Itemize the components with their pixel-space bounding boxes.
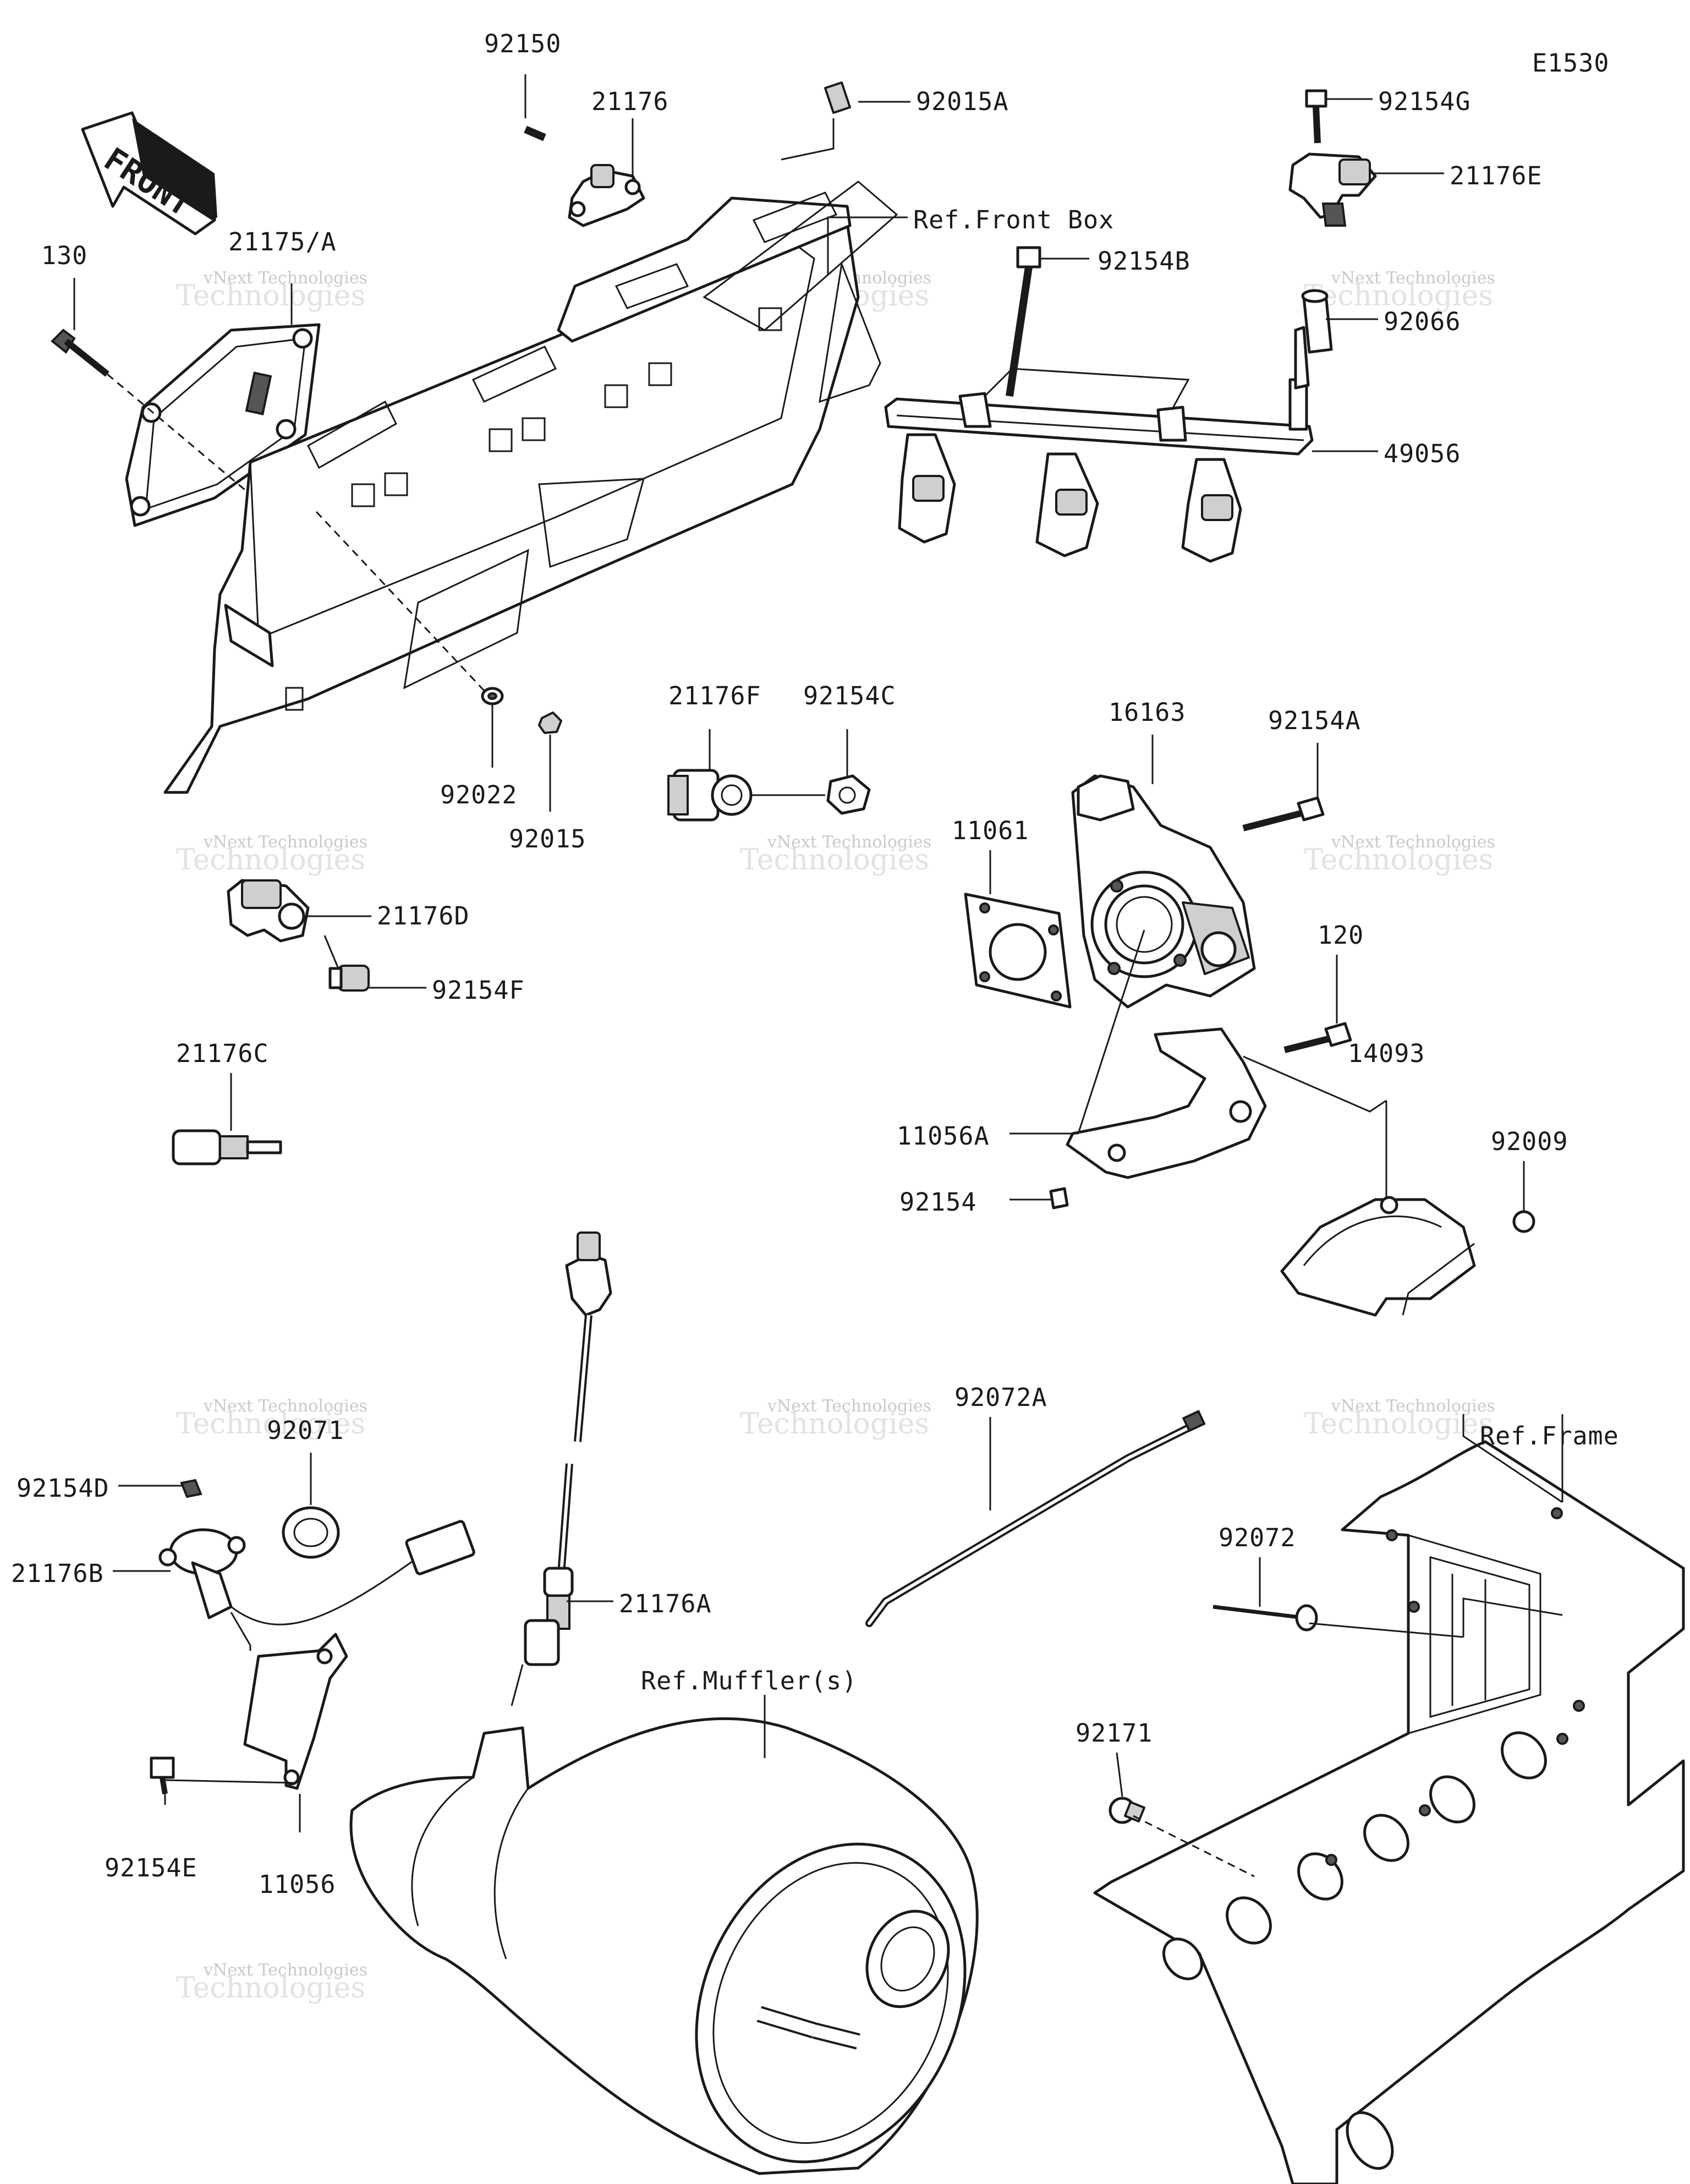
clamp-92171	[1109, 1797, 1145, 1824]
label-11061: 11061	[952, 816, 1029, 845]
label-14093: 14093	[1348, 1039, 1425, 1068]
throttle-body	[1071, 774, 1256, 1009]
watermark-text: vNext Technologies	[1331, 1397, 1495, 1416]
sensor-21176F	[667, 769, 753, 822]
watermark-text: Technologies	[176, 1408, 365, 1441]
nut-92154C	[826, 774, 871, 815]
label-92150: 92150	[484, 29, 561, 58]
bracket-11056	[243, 1633, 348, 1790]
label-92154D: 92154D	[17, 1474, 109, 1503]
watermark-text: Technologies	[740, 1408, 929, 1441]
label-21176C: 21176C	[176, 1039, 269, 1068]
leader-lines	[73, 74, 1563, 1878]
front-box	[163, 180, 898, 794]
label-92154: 92154	[899, 1187, 976, 1217]
watermark-text: vNext Technologies	[1331, 269, 1495, 288]
watermark-text: Technologies	[176, 1972, 365, 2005]
bolt-92154D	[180, 1479, 202, 1498]
watermark-text: vNext Technologies	[767, 1397, 931, 1416]
label-11056: 11056	[259, 1870, 336, 1899]
label-92072: 92072	[1219, 1523, 1296, 1552]
clip-92015A	[824, 81, 851, 114]
nut-92015	[538, 711, 562, 734]
sensor-21176D	[227, 879, 310, 943]
cable-tie-92072	[1212, 1604, 1318, 1632]
bolt-92154B	[1006, 246, 1041, 397]
part-labels: 92150 21176 92015A 92154G 21176E Ref.Fro…	[11, 29, 1619, 1899]
bolt-92150	[524, 125, 546, 141]
label-21176: 21176	[591, 87, 668, 116]
label-21176A: 21176A	[619, 1589, 712, 1618]
washer-92022	[481, 687, 504, 705]
label-92154G: 92154G	[1378, 87, 1471, 116]
front-arrow-icon: FRONT	[81, 111, 217, 236]
label-ref-frame: Ref.Frame	[1480, 1421, 1619, 1450]
label-92015A: 92015A	[916, 87, 1009, 116]
label-92154E: 92154E	[105, 1853, 197, 1882]
sensor-21176E	[1288, 152, 1377, 227]
label-92009: 92009	[1491, 1127, 1568, 1156]
watermark-text: vNext Technologies	[203, 1961, 367, 1980]
label-92154F: 92154F	[432, 976, 525, 1005]
label-ref-mufflers: Ref.Muffler(s)	[641, 1666, 857, 1695]
watermark-text: Technologies	[176, 280, 365, 313]
sensor-21176B	[158, 1520, 475, 1625]
o2-sensor-21176A	[524, 1231, 612, 1666]
bolt-92154E	[150, 1756, 175, 1794]
bracket-11056A	[1066, 1027, 1267, 1179]
label-16163: 16163	[1109, 698, 1186, 727]
bolt-92154A	[1242, 796, 1325, 831]
watermark-text: Technologies	[1304, 1408, 1493, 1441]
bolt-92154G	[1305, 89, 1327, 144]
label-130: 130	[41, 241, 87, 270]
watermark-text: Technologies	[1304, 844, 1493, 877]
label-92154C: 92154C	[803, 681, 896, 710]
label-92154B: 92154B	[1098, 247, 1190, 276]
label-21176E: 21176E	[1450, 161, 1543, 190]
watermark-text: vNext Technologies	[203, 269, 367, 288]
watermark-text: Technologies	[1304, 280, 1493, 313]
gasket-11061	[964, 893, 1072, 1009]
sensor-21176C	[172, 1129, 282, 1165]
ecu-module	[125, 323, 321, 527]
sensor-21176	[568, 164, 645, 227]
watermark-text: vNext Technologies	[203, 833, 367, 852]
watermark-text: vNext Technologies	[203, 1397, 367, 1416]
cable-tie-92072A	[865, 1410, 1206, 1627]
label-92022: 92022	[440, 780, 517, 809]
sleeve-92066	[1301, 289, 1333, 354]
label-21176F: 21176F	[668, 681, 761, 710]
watermark-text: vNext Technologies	[767, 833, 931, 852]
label-92154A: 92154A	[1268, 706, 1361, 735]
label-21176B: 21176B	[11, 1559, 104, 1588]
watermark-text: Technologies	[740, 844, 929, 877]
label-92072A: 92072A	[954, 1383, 1047, 1412]
label-92171: 92171	[1076, 1718, 1153, 1748]
label-21176D: 21176D	[377, 901, 470, 930]
fuel-rail	[884, 326, 1314, 456]
bolt-130	[51, 329, 109, 377]
label-120: 120	[1318, 921, 1364, 950]
bolt-92154F	[328, 965, 370, 992]
diagram-code: E1530	[1532, 48, 1609, 78]
frame	[1093, 1440, 1685, 2184]
screw-92009	[1512, 1210, 1535, 1233]
bolt-120	[1283, 1022, 1352, 1053]
label-11056A: 11056A	[897, 1121, 990, 1151]
label-49056: 49056	[1384, 439, 1461, 468]
label-92015: 92015	[509, 824, 586, 853]
bolt-92154	[1049, 1187, 1069, 1209]
watermark-text: vNext Technologies	[1331, 833, 1495, 852]
grommet-92071	[282, 1506, 340, 1559]
label-ref-front-box: Ref.Front Box	[913, 205, 1114, 234]
label-21175A: 21175/A	[228, 227, 337, 256]
muffler	[349, 1717, 979, 2175]
label-92066: 92066	[1384, 307, 1461, 336]
label-92071: 92071	[267, 1416, 344, 1445]
cover-14093	[1280, 1196, 1476, 1317]
watermark-text: Technologies	[176, 844, 365, 877]
injectors	[898, 433, 1242, 563]
